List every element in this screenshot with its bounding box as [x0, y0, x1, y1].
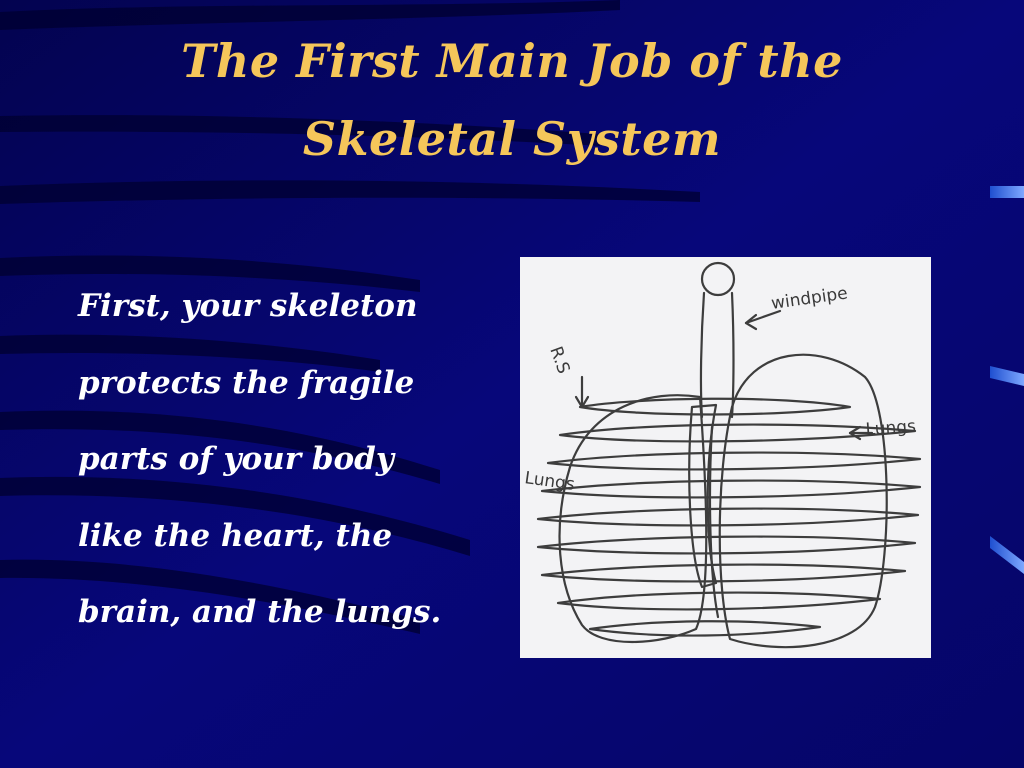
spine-line [710, 427, 718, 617]
rib-cage-sketch: windpipe Lungs Lungs R.S [520, 257, 931, 658]
windpipe-top [702, 263, 734, 295]
windpipe-label: windpipe [770, 283, 849, 314]
body-line-4: like the heart, the [78, 498, 498, 575]
slide-title-line-2: Skeletal System [0, 100, 1024, 178]
lungs-right-label: Lungs [865, 417, 917, 440]
body-paragraph: First, your skeleton protects the fragil… [78, 268, 498, 651]
ribs-label: R.S [545, 344, 573, 377]
skeleton-drawing: windpipe Lungs Lungs R.S [520, 257, 931, 658]
slide-title: The First Main Job of the Skeletal Syste… [0, 22, 1024, 178]
ribs [538, 399, 920, 636]
body-line-5: brain, and the lungs. [78, 574, 498, 651]
body-line-1: First, your skeleton [78, 268, 498, 345]
slide-title-line-1: The First Main Job of the [0, 22, 1024, 100]
body-line-3: parts of your body [78, 421, 498, 498]
body-line-2: protects the fragile [78, 345, 498, 422]
